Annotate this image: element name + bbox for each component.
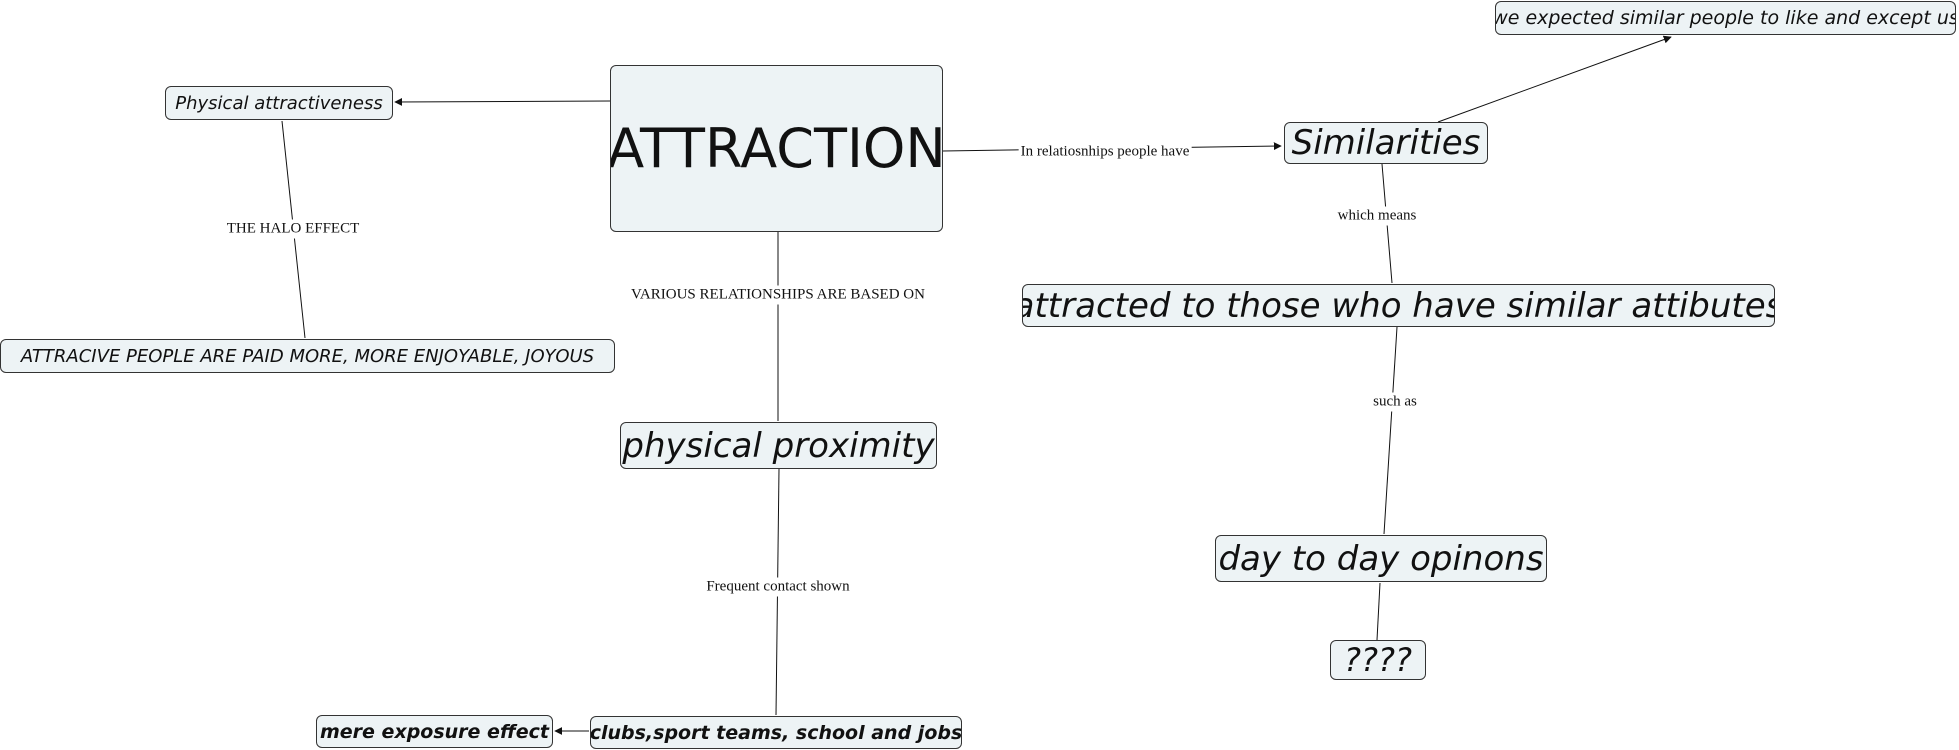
- node-question[interactable]: ????: [1330, 640, 1426, 680]
- node-clubs[interactable]: clubs,sport teams, school and jobs: [590, 716, 962, 749]
- node-physical-attractiveness[interactable]: Physical attractiveness: [165, 86, 393, 120]
- node-day-to-day[interactable]: day to day opinons: [1215, 535, 1547, 582]
- node-attractive-people[interactable]: ATTRACIVE PEOPLE ARE PAID MORE, MORE ENJ…: [0, 339, 615, 373]
- label-in-relationships: In relatiosnhips people have: [1018, 142, 1192, 162]
- node-attracted-similar[interactable]: attracted to those who have similar atti…: [1022, 284, 1775, 327]
- label-which-means: which means: [1335, 206, 1419, 226]
- node-similarities[interactable]: Similarities: [1284, 122, 1488, 164]
- node-physical-proximity[interactable]: physical proximity: [620, 422, 937, 469]
- connector-attracted-day-to-day: [1383, 326, 1398, 535]
- connector-similarities-expected: [1437, 35, 1672, 123]
- connector-attraction-physical-attractiveness: [394, 97, 611, 106]
- node-mere-exposure[interactable]: mere exposure effect: [316, 715, 553, 748]
- node-attraction[interactable]: ATTRACTION: [610, 65, 943, 232]
- node-expected-similar[interactable]: we expected similar people to like and e…: [1495, 1, 1956, 35]
- label-halo-effect: THE HALO EFFECT: [224, 219, 362, 239]
- label-frequent-contact: Frequent contact shown: [704, 577, 852, 597]
- connector-day-to-day-question: [1376, 582, 1381, 641]
- label-various-relationships: VARIOUS RELATIONSHIPS ARE BASED ON: [629, 285, 927, 305]
- label-such-as: such as: [1371, 392, 1419, 412]
